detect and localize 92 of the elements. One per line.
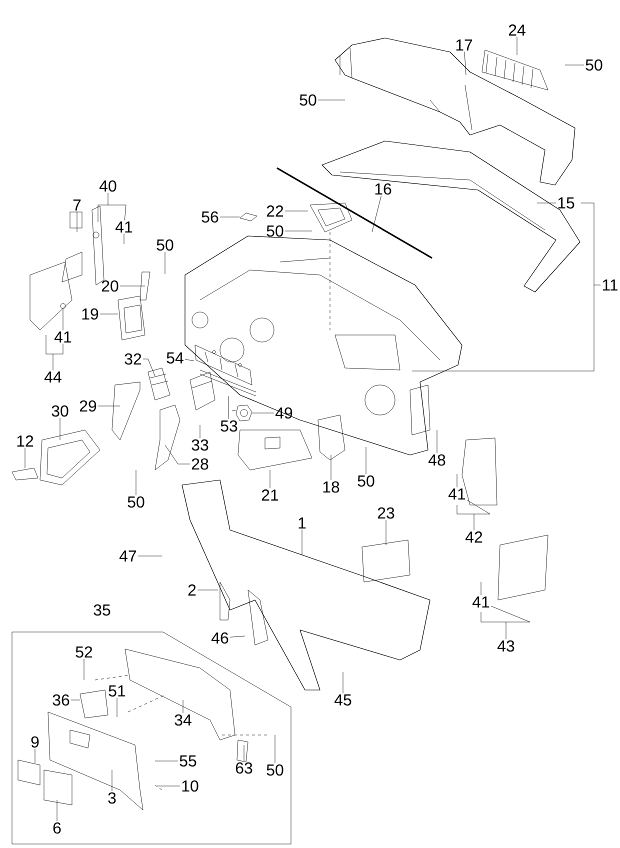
leader-line: [184, 359, 194, 361]
leader-line: [164, 252, 166, 274]
callout-number: 41: [472, 596, 490, 608]
callout-number: 50: [156, 239, 174, 251]
leader-line: [46, 334, 64, 370]
callout-number: 41: [448, 488, 466, 500]
leader-line: [34, 748, 36, 764]
leader-line: [564, 64, 584, 66]
leader-line: [456, 500, 490, 530]
strip-drawing: [200, 370, 256, 396]
callout-number: 36: [52, 694, 70, 706]
leader-line: [164, 444, 190, 464]
leader-line: [98, 192, 126, 222]
bracket-drawing: [194, 344, 252, 386]
callout-number: 43: [497, 640, 514, 652]
callout-number: 6: [53, 822, 61, 834]
callout-number: 50: [128, 496, 144, 508]
callout-number: 10: [182, 780, 198, 792]
leader-line: [142, 358, 156, 376]
leader-line: [230, 636, 246, 638]
callout-number: 54: [166, 352, 184, 364]
callout-number: 9: [31, 736, 39, 748]
leader-line: [56, 800, 58, 822]
callout-number: 23: [378, 507, 394, 519]
leader-line: [372, 196, 382, 232]
leader-line: [342, 672, 344, 694]
callout-number: 46: [211, 632, 228, 644]
callout-number: 21: [262, 489, 278, 501]
callout-number: 50: [266, 225, 284, 237]
callout-number: 17: [456, 40, 472, 50]
callout-number: 7: [73, 200, 81, 210]
leader-line: [76, 212, 78, 232]
node-label: 35: [94, 604, 110, 616]
leader-line: [412, 202, 601, 372]
callout-number: 16: [375, 183, 392, 195]
leader-line: [284, 230, 312, 232]
callout-number: 3: [108, 792, 116, 804]
leader-line: [480, 582, 482, 596]
leader-line: [220, 216, 240, 218]
clip-drawing: [60, 303, 66, 309]
callout-number: 11: [602, 280, 618, 290]
callout-number: 30: [52, 405, 68, 417]
callout-number: 12: [17, 435, 34, 447]
callout-number: 63: [236, 762, 252, 774]
leader-line: [464, 52, 466, 76]
callout-number: 53: [220, 420, 238, 432]
leader-line: [62, 309, 64, 330]
leader-line: [154, 760, 178, 762]
leader-line: [252, 412, 274, 414]
leader-line: [24, 448, 26, 468]
callout-number: 18: [323, 481, 340, 493]
callout-number: 55: [180, 755, 196, 767]
callout-number: 19: [82, 308, 98, 320]
leader-line: [274, 734, 276, 764]
callout-number: 51: [108, 685, 126, 697]
callout-number: 52: [76, 646, 92, 658]
callout-number: 41: [54, 332, 72, 342]
callout-number: 50: [266, 764, 284, 776]
leader-line: [330, 454, 332, 480]
callout-number: 2: [188, 584, 196, 596]
callout-number: 22: [266, 205, 284, 217]
callout-number: 40: [99, 180, 116, 192]
callout-number: 32: [124, 353, 142, 365]
callout-number: 20: [102, 280, 118, 292]
callout-number: 56: [202, 211, 218, 223]
callout-number: 24: [508, 24, 526, 36]
callout-number: 50: [586, 59, 602, 71]
leader-line: [480, 606, 530, 640]
nut-drawing: [232, 404, 252, 422]
leader-line: [516, 36, 518, 56]
leader-line: [436, 430, 438, 454]
leader-line: [228, 396, 230, 420]
callout-number: 47: [119, 550, 136, 562]
sticker-drawing: [240, 212, 258, 222]
callout-number: 41: [115, 222, 132, 232]
leader-line: [116, 698, 118, 718]
callout-number: 34: [174, 714, 192, 726]
leader-line: [284, 210, 308, 212]
callout-number: 48: [428, 454, 446, 466]
leader-line: [456, 474, 458, 488]
leader-line: [182, 700, 184, 714]
callout-number: 29: [80, 400, 96, 412]
callout-number: 42: [465, 531, 482, 543]
callout-number: 15: [558, 197, 574, 209]
callout-number: 45: [334, 694, 352, 706]
callout-number: 33: [192, 439, 208, 451]
leader-line: [536, 202, 556, 204]
callout-number: 28: [192, 458, 208, 470]
callout-number: 1: [298, 518, 306, 528]
callout-number: 44: [44, 372, 62, 382]
callout-number: 50: [358, 475, 374, 487]
callout-number: 50: [300, 94, 316, 106]
